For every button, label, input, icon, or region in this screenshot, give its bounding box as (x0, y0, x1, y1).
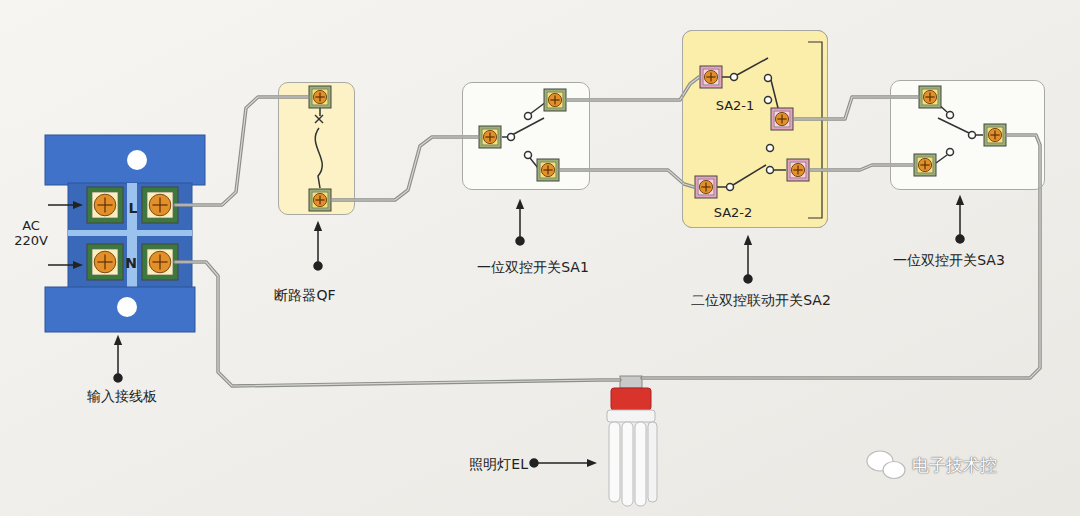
text-holder: 照明灯EL (469, 454, 528, 473)
lamp-illustration (607, 376, 657, 506)
lamp: 照明灯EL (598, 372, 660, 508)
text-holder: AC 220V (11, 219, 51, 249)
wire (810, 165, 913, 170)
text: 一位双控开关SA3 (893, 252, 1005, 268)
terminal-screw (771, 108, 793, 130)
wire (560, 170, 694, 187)
text: 一位双控开关SA1 (477, 259, 589, 275)
terminal-board: LN输入接线板 (45, 135, 205, 330)
text-holder: 一位双控开关SA1 (477, 257, 589, 276)
text: 二位双控联动开关SA2 (691, 292, 831, 308)
text-holder: SA2-2 (714, 202, 753, 221)
text: SA2-2 (714, 205, 753, 220)
input-arrow (48, 264, 78, 266)
supply-label: AC 220V (11, 219, 51, 249)
terminal-screw (919, 86, 941, 108)
watermark: 电子技术控 (912, 455, 997, 475)
terminal-screw (544, 89, 566, 111)
text: N (125, 255, 137, 271)
terminal-screw (695, 176, 717, 198)
text-holder: N (125, 253, 137, 272)
switch-symbol (502, 102, 546, 168)
wire-sheen (810, 165, 913, 170)
switch-symbol (936, 104, 983, 163)
text: 照明灯EL (469, 456, 528, 472)
terminal-screw (142, 244, 178, 280)
wire-sheen (560, 170, 694, 187)
wechat-icon (867, 451, 905, 479)
leader-line (114, 200, 964, 467)
terminal-screw (984, 124, 1006, 146)
wire (332, 137, 478, 200)
text: 断路器QF (274, 287, 335, 303)
text-holder: SA2-1 (716, 95, 755, 114)
switch-fill (682, 30, 828, 228)
terminal-screw (87, 187, 123, 223)
switch-fill (682, 30, 828, 228)
wire-sheen (175, 262, 620, 386)
wire-sheen (175, 97, 308, 205)
terminal-board (45, 135, 205, 332)
switch-box: 一位双控开关SA1 (462, 82, 590, 190)
wire (567, 77, 699, 100)
text-holder: 一位双控开关SA3 (893, 250, 1005, 269)
terminal-screw (309, 86, 331, 108)
wire (175, 262, 620, 386)
terminal-screw (700, 66, 722, 88)
wire (642, 135, 1040, 378)
wire (175, 97, 308, 205)
terminal-screw (142, 187, 178, 223)
linked-switch-symbol (717, 42, 822, 218)
wire (794, 97, 918, 119)
text: SA2-1 (716, 98, 755, 113)
wire-sheen (642, 135, 1040, 378)
wire-sheen (794, 97, 918, 119)
terminal-screw (914, 154, 936, 176)
text-holder: 断路器QF (274, 285, 335, 304)
wire-sheen (332, 137, 478, 200)
text: 输入接线板 (87, 388, 157, 404)
breaker-fill (278, 82, 355, 215)
terminal-screw (479, 126, 501, 148)
text-holder: 输入接线板 (87, 386, 157, 405)
terminal-screw (787, 159, 809, 181)
wire-sheen (567, 77, 699, 100)
switch-box: 一位双控开关SA3 (890, 80, 1045, 190)
text-holder: 二位双控联动开关SA2 (691, 290, 831, 309)
text-holder: 电子技术控 (912, 456, 997, 476)
breaker-symbol (315, 108, 323, 188)
terminal-screw (537, 159, 559, 181)
circuit-breaker: 断路器QF (278, 82, 355, 215)
input-arrow (48, 204, 78, 206)
linked-switch-box: SA2-1SA2-2二位双控联动开关SA2 (682, 30, 828, 228)
text-holder: L (129, 198, 138, 217)
terminal-screw (309, 189, 331, 211)
terminal-screw (87, 244, 123, 280)
switch-fill (462, 82, 590, 190)
text: L (129, 200, 138, 216)
